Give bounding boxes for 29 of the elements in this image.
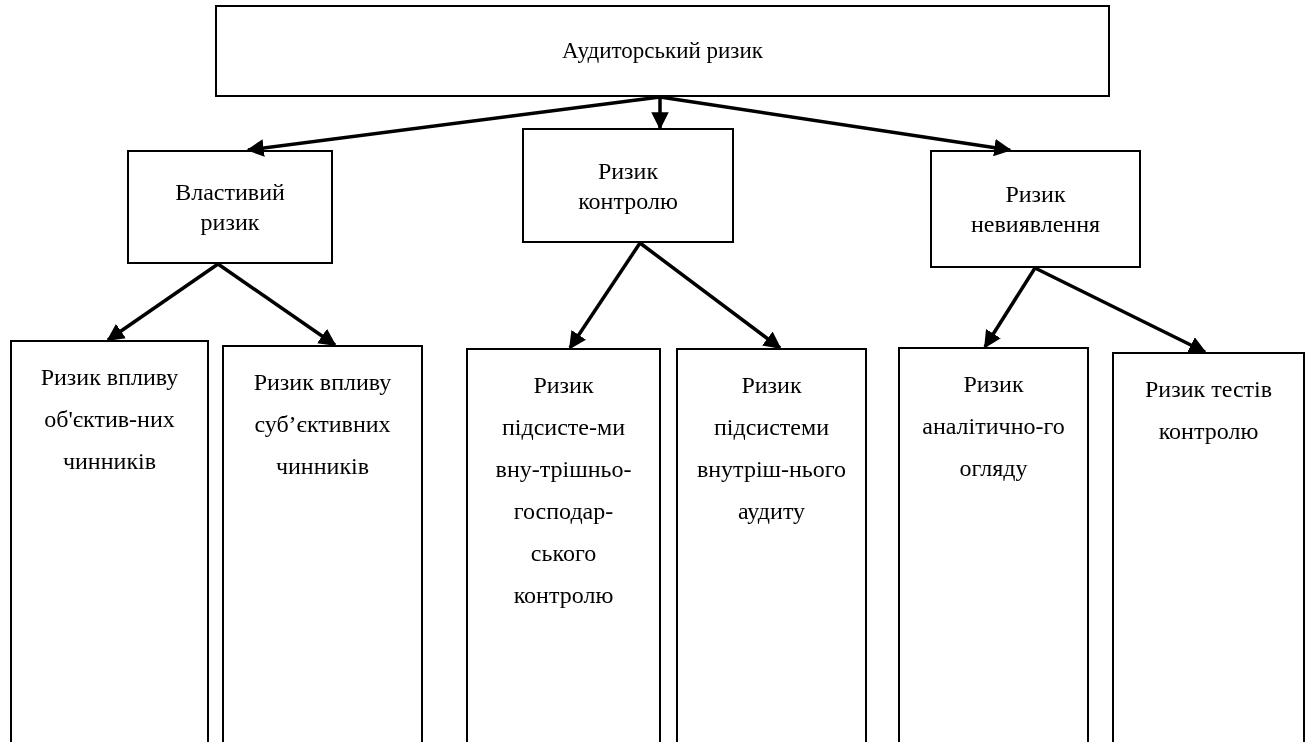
- arrow: [106, 262, 219, 342]
- arrow: [638, 241, 782, 350]
- arrow: [246, 95, 661, 157]
- process-box: [215, 5, 1110, 97]
- process-box: [127, 150, 333, 264]
- arrow: [217, 262, 337, 347]
- box-label: Ризик аналітично-го огляду: [921, 370, 1066, 483]
- arrow: [651, 97, 669, 130]
- arrow: [1034, 266, 1207, 354]
- arrow: [568, 242, 642, 350]
- arrow: [983, 267, 1037, 349]
- arrow: [659, 95, 1012, 157]
- box-label: Аудиторський ризик: [561, 37, 764, 65]
- box-label: Властивий ризик: [174, 178, 286, 237]
- box-label: Ризик тестів контролю: [1143, 375, 1274, 446]
- process-box: [898, 347, 1089, 742]
- process-box: [1112, 352, 1305, 742]
- process-box: [466, 348, 661, 742]
- box-label: Ризик впливу об'єктив-них чинників: [39, 363, 180, 476]
- box-label: Ризик підсистеми внутріш-нього аудиту: [696, 371, 847, 526]
- box-label: Ризик невиявлення: [969, 180, 1102, 239]
- process-box: [522, 128, 734, 243]
- process-box: [676, 348, 867, 742]
- box-label: Ризик підсисте-ми вну-трішньо-господар-ського контролю: [494, 371, 633, 610]
- process-box: [10, 340, 209, 742]
- box-label: Ризик впливу суб’єктивних чинників: [252, 368, 393, 481]
- box-label: Ризик контролю: [577, 156, 679, 216]
- process-box: [222, 345, 423, 742]
- process-box: [930, 150, 1141, 268]
